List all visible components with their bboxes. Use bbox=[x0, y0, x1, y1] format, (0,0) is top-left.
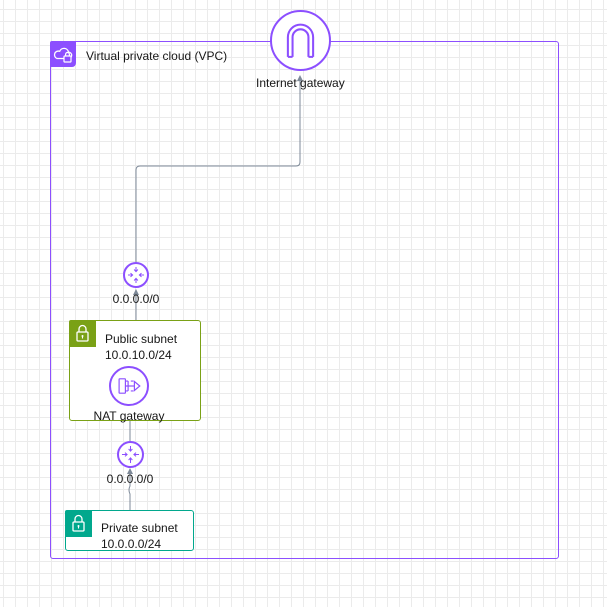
public-subnet-name: Public subnet bbox=[105, 332, 178, 346]
padlock-icon bbox=[65, 510, 92, 537]
vpc-label: Virtual private cloud (VPC) bbox=[86, 49, 228, 63]
route-destination-label: 0.0.0.0/0 bbox=[112, 292, 160, 306]
internet-gateway-label: Internet gateway bbox=[256, 76, 345, 90]
public-subnet-cidr: 10.0.10.0/24 bbox=[105, 348, 172, 362]
private-subnet-name: Private subnet bbox=[101, 521, 178, 535]
nat-gateway-icon[interactable] bbox=[109, 366, 149, 406]
private-subnet-cidr: 10.0.0.0/24 bbox=[101, 537, 162, 551]
nat-gateway-label: NAT gateway bbox=[93, 409, 165, 423]
router-icon[interactable] bbox=[117, 441, 144, 468]
router-icon[interactable] bbox=[123, 262, 149, 288]
padlock-icon bbox=[69, 320, 96, 347]
cloud-lock-icon bbox=[50, 41, 76, 67]
route-destination-label: 0.0.0.0/0 bbox=[106, 472, 154, 486]
internet-gateway-icon[interactable] bbox=[270, 10, 331, 71]
